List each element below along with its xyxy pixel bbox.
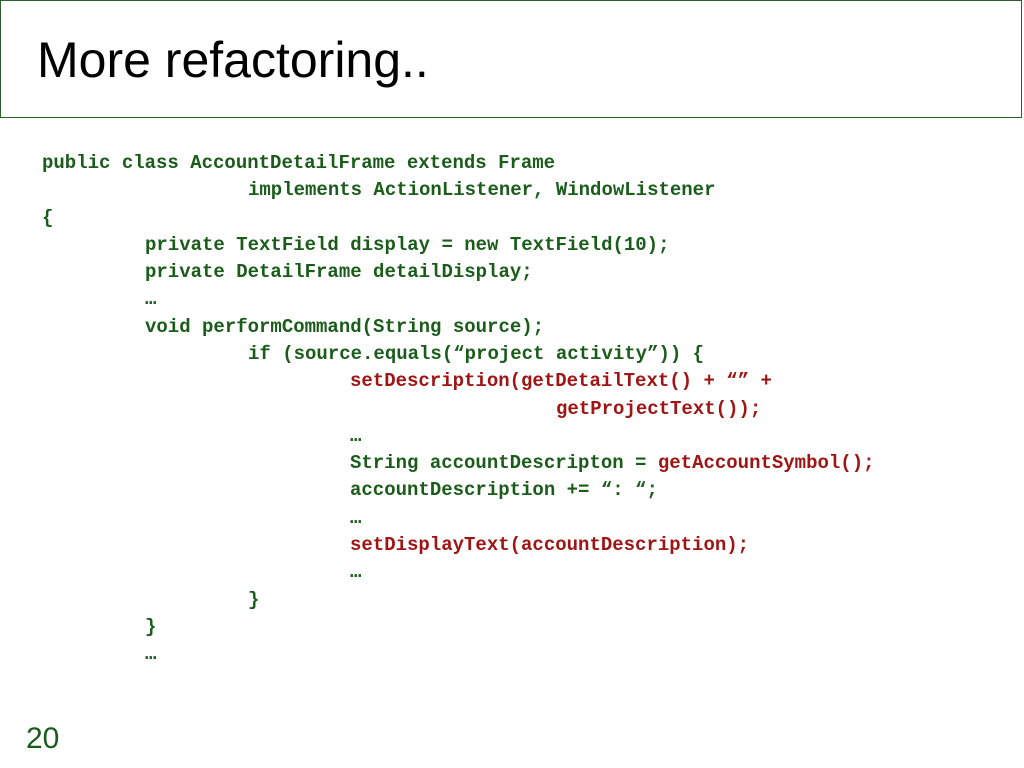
code-line: public class AccountDetailFrame extends … (42, 150, 555, 177)
code-text: private TextField display = new TextFiel… (145, 234, 670, 256)
code-text: String accountDescripton = (350, 452, 658, 474)
code-line: private TextField display = new TextFiel… (145, 232, 670, 259)
code-line: implements ActionListener, WindowListene… (248, 177, 715, 204)
code-text: void performCommand(String source); (145, 316, 545, 338)
page-number: 20 (26, 722, 60, 755)
code-line: void performCommand(String source); (145, 314, 544, 341)
code-text: … (145, 288, 157, 310)
code-text: public class AccountDetailFrame extends … (42, 152, 556, 174)
code-line: getProjectText()); (556, 396, 761, 423)
code-highlight: getAccountSymbol(); (657, 452, 875, 474)
code-text: accountDescription += “: “; (350, 479, 658, 501)
code-line: setDescription(getDetailText() + “” + (350, 368, 772, 395)
code-highlight: setDisplayText(accountDescription); (350, 534, 750, 556)
title-frame: More refactoring.. (0, 0, 1022, 118)
code-text: … (350, 425, 362, 447)
code-line: if (source.equals(“project activity”)) { (248, 341, 704, 368)
slide-title: More refactoring.. (37, 32, 429, 88)
code-line: private DetailFrame detailDisplay; (145, 259, 533, 286)
code-line: { (42, 205, 53, 232)
code-text: private DetailFrame detailDisplay; (145, 261, 533, 283)
code-line: … (350, 505, 361, 532)
code-text: } (248, 589, 260, 611)
code-line: } (145, 614, 156, 641)
code-line: … (145, 286, 156, 313)
code-line: String accountDescripton = getAccountSym… (350, 450, 875, 477)
code-text: … (145, 643, 157, 665)
code-text: implements ActionListener, WindowListene… (248, 179, 716, 201)
code-line: } (248, 587, 259, 614)
code-line: … (350, 423, 361, 450)
code-line: … (350, 559, 361, 586)
code-text: if (source.equals(“project activity”)) { (248, 343, 705, 365)
code-line: accountDescription += “: “; (350, 477, 658, 504)
code-text: … (350, 561, 362, 583)
code-highlight: getProjectText()); (556, 398, 762, 420)
code-line: … (145, 641, 156, 668)
code-text: } (145, 616, 157, 638)
code-highlight: setDescription(getDetailText() + “” + (350, 370, 772, 392)
code-line: setDisplayText(accountDescription); (350, 532, 749, 559)
code-text: { (42, 207, 54, 229)
code-text: … (350, 507, 362, 529)
